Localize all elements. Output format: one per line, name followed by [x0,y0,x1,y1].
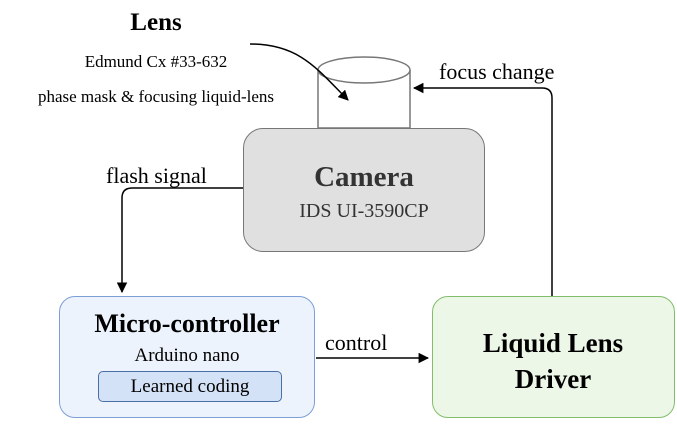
camera-model: IDS UI-3590CP [299,200,429,222]
lens-model: Edmund Cx #33-632 [84,52,228,71]
learned-coding-box [98,371,282,402]
learned-coding-label: Learned coding [130,376,250,397]
control-label: control [325,330,388,355]
flash-signal-label: flash signal [106,163,207,188]
lens-title: Lens [130,9,182,36]
microcontroller-model: Arduino nano [134,345,240,366]
lens-cylinder-icon [317,56,411,129]
focus-change-label: focus change [439,59,555,84]
driver-title-line2: Driver [514,364,592,394]
flash-signal-arrow [116,187,243,294]
driver-title-line1: Liquid Lens [482,328,624,358]
camera-title: Camera [314,161,414,193]
liquid-lens-driver-box [432,296,675,418]
lens-description: phase mask & focusing liquid-lens [37,87,275,106]
microcontroller-title: Micro-controller [94,309,280,338]
camera-box [243,128,485,252]
lens-pointer-arrow [249,43,349,101]
focus-change-arrow [412,82,553,296]
